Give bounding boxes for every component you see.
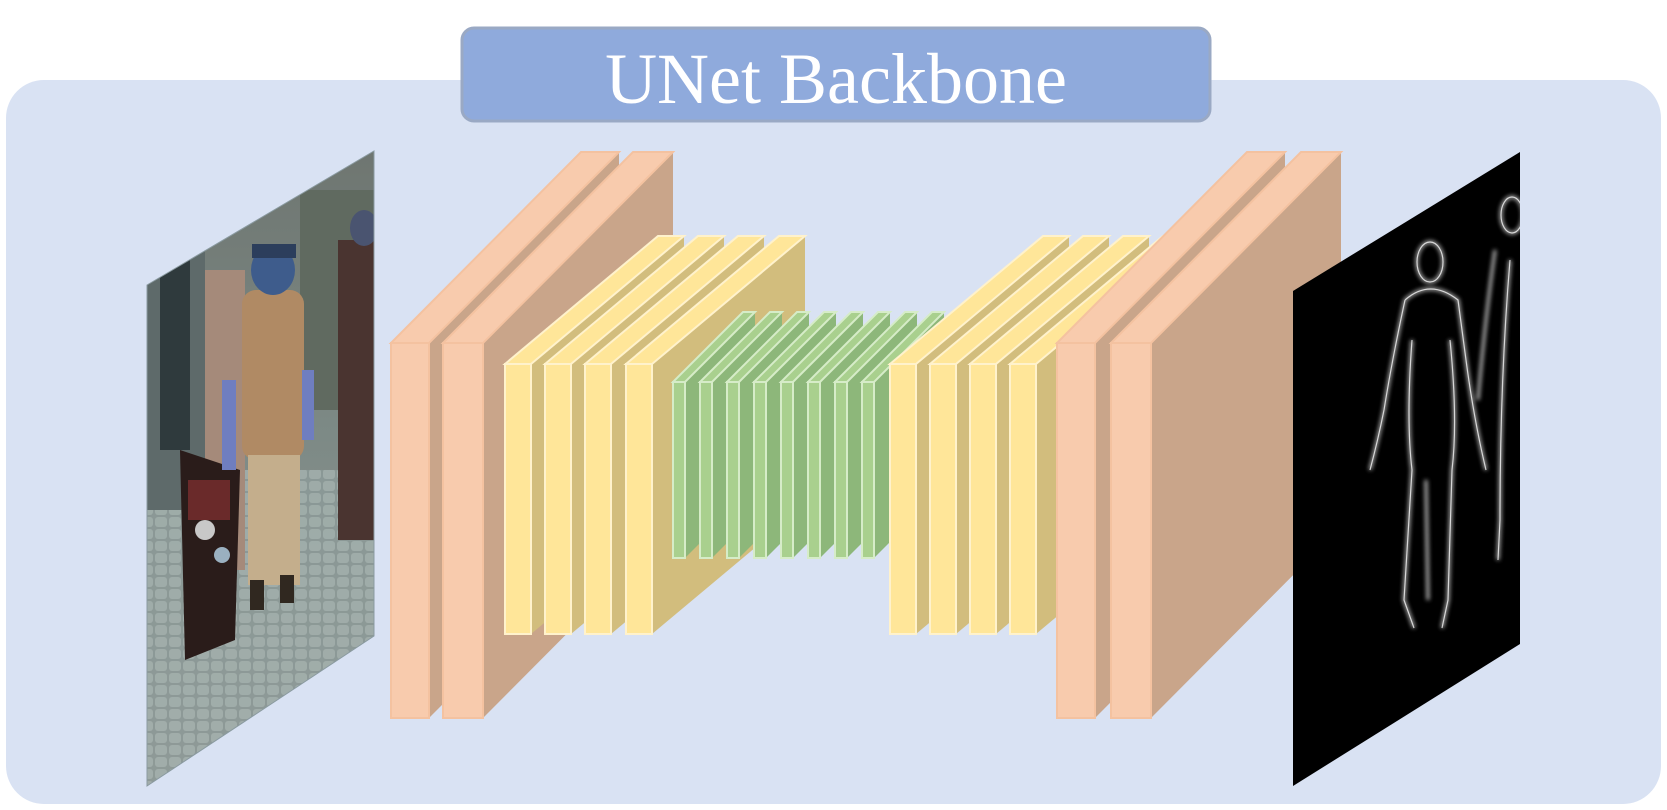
input-image-frame [146, 150, 375, 787]
diagram-title: UNet Backbone [605, 39, 1067, 119]
title-box: UNet Backbone [460, 26, 1212, 123]
layer-blocks [388, 151, 1344, 719]
